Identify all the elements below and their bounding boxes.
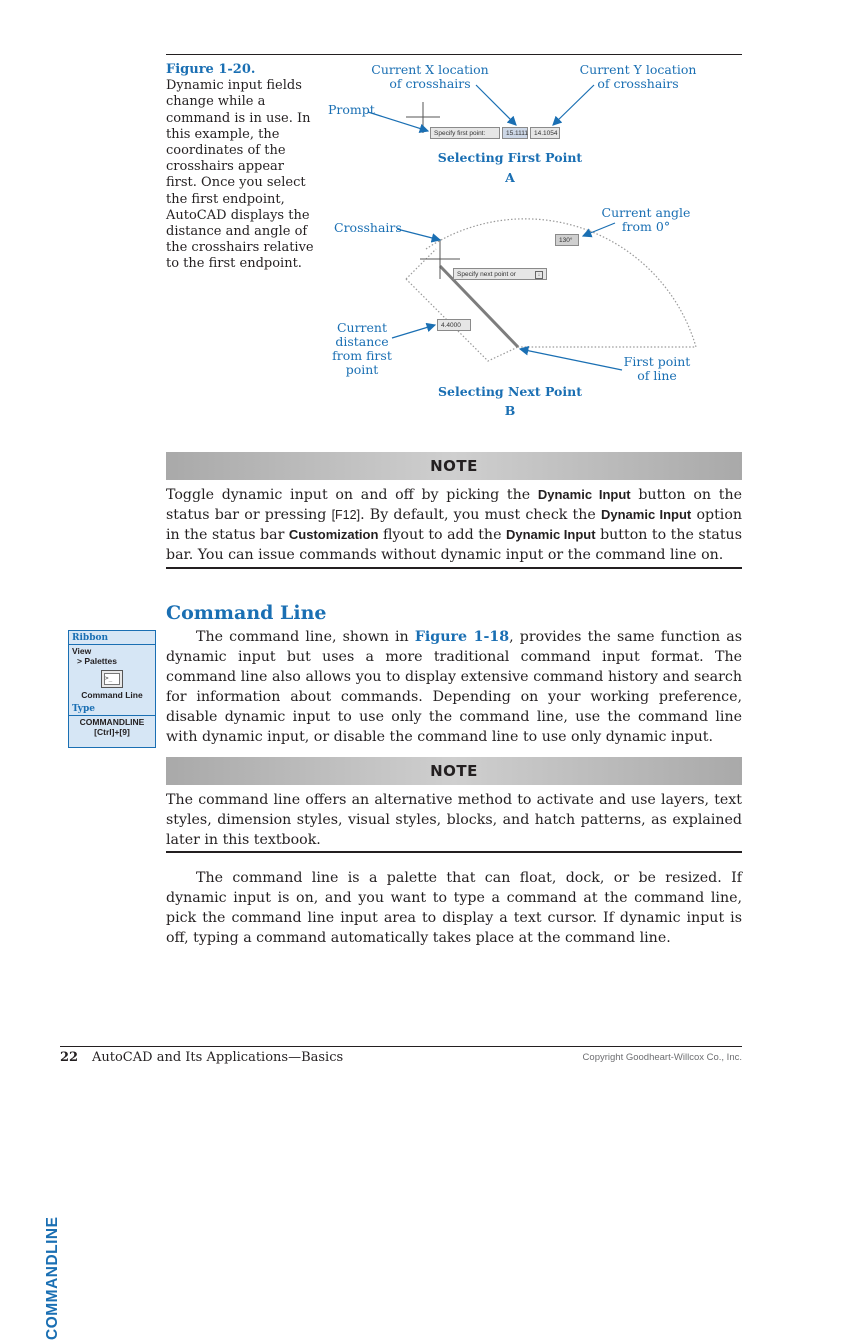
note1-text-b: button on the status bar or pressing: [166, 487, 742, 523]
note1-text-c: . By default, you must check the: [360, 507, 601, 523]
sidebar-vertical-label: COMMANDLINE: [44, 1216, 61, 1340]
callout-first-line2: of line: [637, 368, 677, 383]
note-bar-2: NOTE: [166, 757, 742, 785]
qb-type-shortcut: [Ctrl]+[9]: [94, 727, 130, 737]
callout-x-line2: of crosshairs: [389, 76, 471, 91]
page-number: 22: [60, 1050, 79, 1065]
book-title: AutoCAD and Its Applications—Basics: [92, 1050, 344, 1065]
callout-distance-line2: distance: [335, 334, 389, 349]
arrow-y-location: [552, 84, 595, 126]
callout-angle-line1: Current angle: [601, 205, 691, 220]
qb-ribbon-path2: > Palettes: [77, 656, 117, 666]
callout-angle-line2: from 0°: [621, 219, 671, 234]
callout-angle: Current angle from 0°: [596, 206, 696, 234]
qb-button-label: Command Line: [81, 690, 143, 700]
callout-x-location: Current X location of crosshairs: [370, 63, 490, 91]
callout-first-point: First point of line: [612, 355, 702, 383]
tooltip-next-point-prompt: Specify next point or ↓: [453, 268, 547, 280]
callout-distance: Current distance from first point: [330, 321, 394, 377]
callout-y-line1: Current Y location: [579, 62, 697, 77]
note1-text-d: option in the status bar: [166, 507, 743, 543]
panel-b-letter: B: [504, 403, 516, 418]
arrow-crosshairs: [396, 228, 442, 243]
figure-diagram: [367, 84, 697, 371]
callout-y-line2: of crosshairs: [597, 76, 679, 91]
command-quick-reference: Ribbon View > Palettes >_ Command Line T…: [68, 630, 156, 748]
arrow-x-location: [475, 84, 517, 126]
footer-rule: [60, 1046, 742, 1047]
note1-key-f12: [F12]: [331, 508, 361, 522]
figure-caption-text: Dynamic input fields change while a comm…: [166, 78, 314, 272]
copyright-notice: Copyright Goodheart-Willcox Co., Inc.: [582, 1052, 742, 1063]
arrow-distance: [391, 322, 437, 339]
note-bar-1: NOTE: [166, 452, 742, 480]
note-2-bottom-rule: [166, 851, 742, 853]
arrow-first-point: [518, 345, 623, 371]
figure-caption: Figure 1-20. Dynamic input fields change…: [166, 62, 316, 273]
panel-a-title: Selecting First Point: [437, 150, 583, 165]
command-line-button-icon: >_: [101, 670, 123, 688]
note-text-1: Toggle dynamic input on and off by picki…: [166, 485, 742, 565]
arrow-prompt: [367, 111, 430, 134]
crosshairs-b-icon: [420, 239, 460, 279]
qb-ribbon-label: Ribbon: [72, 633, 109, 643]
callout-distance-line3: from first: [332, 348, 392, 363]
section-p1-text-a: The command line, shown in: [196, 629, 415, 645]
panel-a-letter: A: [505, 170, 515, 185]
qb-divider-1: [69, 644, 155, 645]
note-heading-1: NOTE: [430, 457, 478, 475]
qb-type-command: COMMANDLINE: [79, 717, 145, 727]
panel-b-title: Selecting Next Point: [438, 384, 582, 399]
callout-distance-line1: Current: [336, 320, 388, 335]
note-text-2: The command line offers an alternative m…: [166, 792, 742, 848]
callout-y-location: Current Y location of crosshairs: [578, 63, 698, 91]
note1-ui-dynamic-input: Dynamic Input: [537, 487, 631, 502]
arrow-angle: [581, 222, 616, 238]
down-arrow-icon: ↓: [535, 271, 543, 279]
callout-crosshairs: Crosshairs: [334, 220, 402, 235]
note1-text-e: flyout to add the: [378, 527, 506, 543]
tooltip-y-value: 14.1054: [530, 127, 560, 139]
callout-distance-line4: point: [345, 362, 379, 377]
figure-reference-link[interactable]: Figure 1-18: [414, 629, 510, 645]
note-heading-2: NOTE: [430, 762, 478, 780]
callout-x-line1: Current X location: [371, 62, 489, 77]
qb-type-label: Type: [72, 704, 95, 714]
dimension-arc-graphic: [405, 218, 697, 362]
tooltip-angle-value: 130°: [555, 234, 579, 246]
section-p1-text-b: , provides the same function as dynamic …: [166, 629, 742, 745]
qb-divider-2: [69, 715, 155, 716]
callout-prompt: Prompt: [328, 102, 375, 117]
section-paragraph-1: The command line, shown in Figure 1-18, …: [166, 627, 742, 747]
tooltip-first-point-prompt: Specify first point:: [430, 127, 500, 139]
note-1-bottom-rule: [166, 567, 742, 569]
tooltip-distance-value: 4.4000: [437, 319, 471, 331]
note1-ui-dynamic-input-2: Dynamic Input: [601, 507, 692, 522]
note1-ui-customization: Customization: [288, 527, 379, 542]
note1-text-f: button to the status bar. You can issue …: [166, 527, 742, 563]
paragraph-2: The command line is a palette that can f…: [166, 870, 742, 946]
qb-ribbon-path1: View: [72, 646, 92, 656]
tooltip-x-value: 15.1111: [502, 127, 528, 139]
tooltip-next-point-text: Specify next point or: [457, 271, 516, 278]
callout-first-line1: First point: [623, 354, 691, 369]
note1-text-a: Toggle dynamic input on and off by picki…: [166, 487, 538, 503]
section-heading: Command Line: [166, 602, 327, 624]
top-rule: [166, 54, 742, 55]
figure-label: Figure 1-20.: [166, 62, 256, 77]
note1-ui-dynamic-input-3: Dynamic Input: [505, 527, 596, 542]
